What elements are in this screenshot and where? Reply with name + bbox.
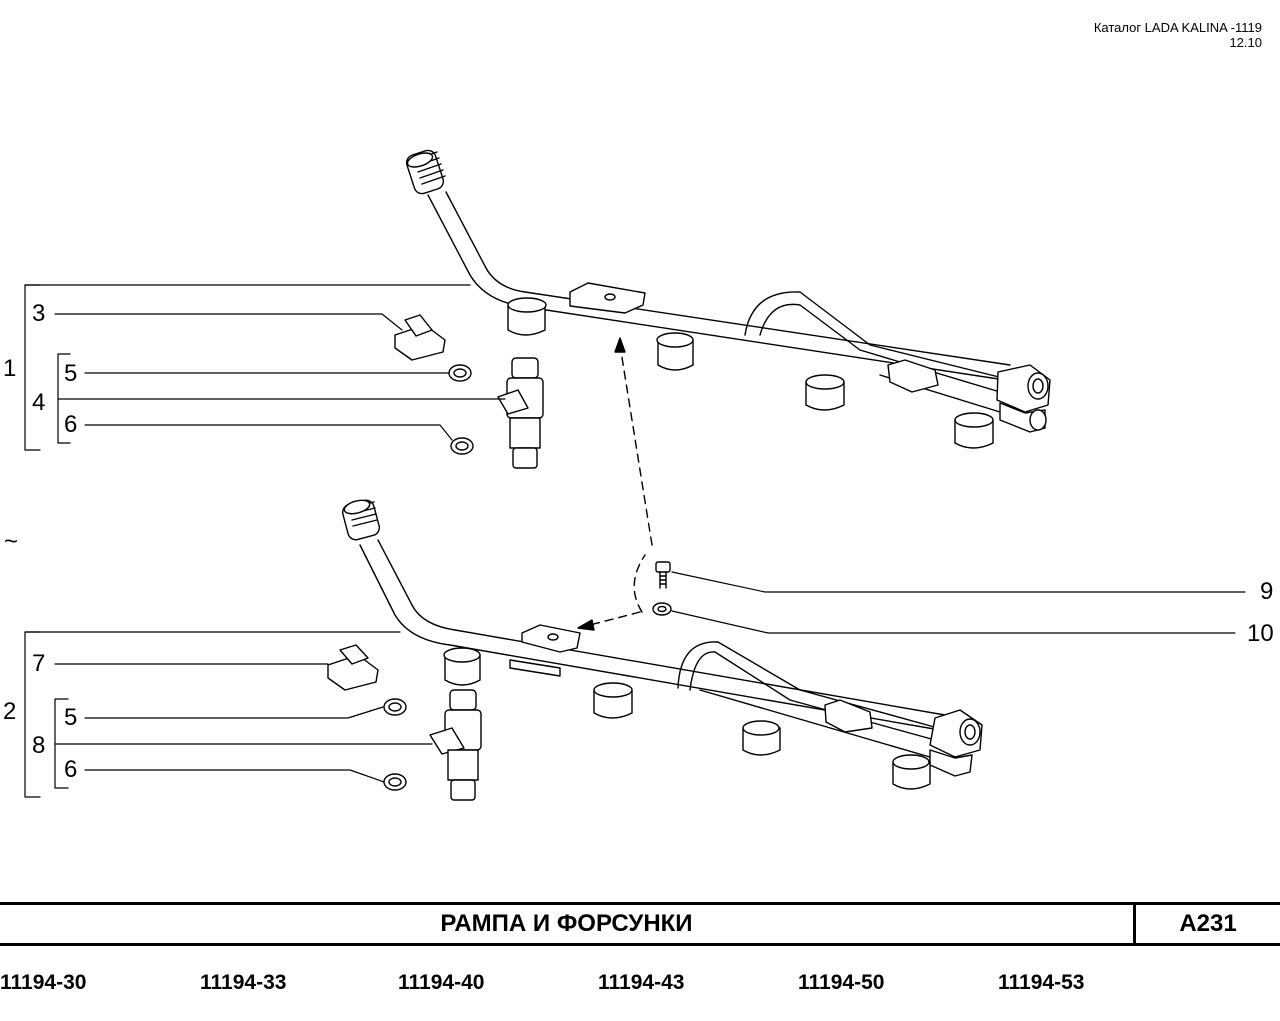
callout-6-upper: 6 xyxy=(64,411,78,438)
sheet-number: А231 xyxy=(1179,910,1237,937)
rail-end-fitting-lower xyxy=(929,709,983,777)
injector-cup-3 xyxy=(805,374,845,411)
assembly-arrows xyxy=(589,344,653,626)
model-code: 11194-50 xyxy=(798,971,885,994)
injector-cup-6 xyxy=(593,682,633,719)
model-code: 11194-43 xyxy=(598,971,685,994)
seal-ring-6-lower xyxy=(383,773,407,791)
catalog-header: Каталог LADA KALINA -1119 12.10 xyxy=(1094,20,1262,50)
fuel-injector-4 xyxy=(497,357,544,469)
injector-cup-4 xyxy=(954,412,994,449)
injector-cup-8 xyxy=(892,754,931,790)
page-title: РАМПА И ФОРСУНКИ xyxy=(440,910,693,937)
injector-cup-1 xyxy=(507,297,547,336)
callout-3: 3 xyxy=(32,300,46,327)
seal-ring-5-lower xyxy=(383,698,407,716)
rail-end-fitting-upper xyxy=(996,364,1051,433)
fuel-rail-lower xyxy=(341,499,983,790)
model-code: 11194-30 xyxy=(0,971,87,994)
injector-cup-5 xyxy=(443,647,481,686)
leader-lines xyxy=(24,284,1246,798)
callout-4: 4 xyxy=(32,389,46,416)
continuation-mark: ~ xyxy=(4,528,19,555)
mounting-bracket-upper xyxy=(569,282,646,314)
injector-clip-3 xyxy=(394,314,446,361)
arrow-head-left xyxy=(577,619,595,631)
callout-6-lower: 6 xyxy=(64,756,78,783)
title-divider xyxy=(1133,905,1136,943)
fuel-injector-8 xyxy=(429,689,482,801)
model-code: 11194-40 xyxy=(398,971,485,994)
valve-cap-lower xyxy=(341,499,381,541)
mounting-bracket-lower xyxy=(509,624,581,677)
catalog-date: 12.10 xyxy=(1229,35,1262,50)
fuel-rail-upper xyxy=(405,149,1051,449)
callout-5-upper: 5 xyxy=(64,360,78,387)
callout-1: 1 xyxy=(3,355,17,382)
callout-9: 9 xyxy=(1260,578,1274,605)
bolt-9 xyxy=(655,561,671,589)
valve-cap-upper xyxy=(405,149,446,195)
callout-8: 8 xyxy=(32,732,46,759)
arrow-head-up xyxy=(614,337,626,353)
model-code: 11194-53 xyxy=(998,971,1085,994)
callout-10: 10 xyxy=(1247,620,1274,647)
callout-2: 2 xyxy=(3,698,17,725)
injector-cup-2 xyxy=(656,332,694,371)
parts-diagram xyxy=(24,149,1246,801)
seal-ring-5-upper xyxy=(448,364,472,382)
catalog-name: Каталог LADA KALINA -1119 xyxy=(1093,20,1262,35)
callout-5-lower: 5 xyxy=(64,704,78,731)
title-bar: РАМПА И ФОРСУНКИ А231 xyxy=(0,902,1280,946)
injector-clip-7 xyxy=(327,644,379,691)
washer-10 xyxy=(652,602,672,616)
injector-cup-7 xyxy=(742,720,781,756)
model-code: 11194-33 xyxy=(200,971,287,994)
model-list: 11194-30 11194-33 11194-40 11194-43 1119… xyxy=(0,968,1280,1000)
callout-7: 7 xyxy=(32,650,46,677)
seal-ring-6-upper xyxy=(450,437,474,455)
